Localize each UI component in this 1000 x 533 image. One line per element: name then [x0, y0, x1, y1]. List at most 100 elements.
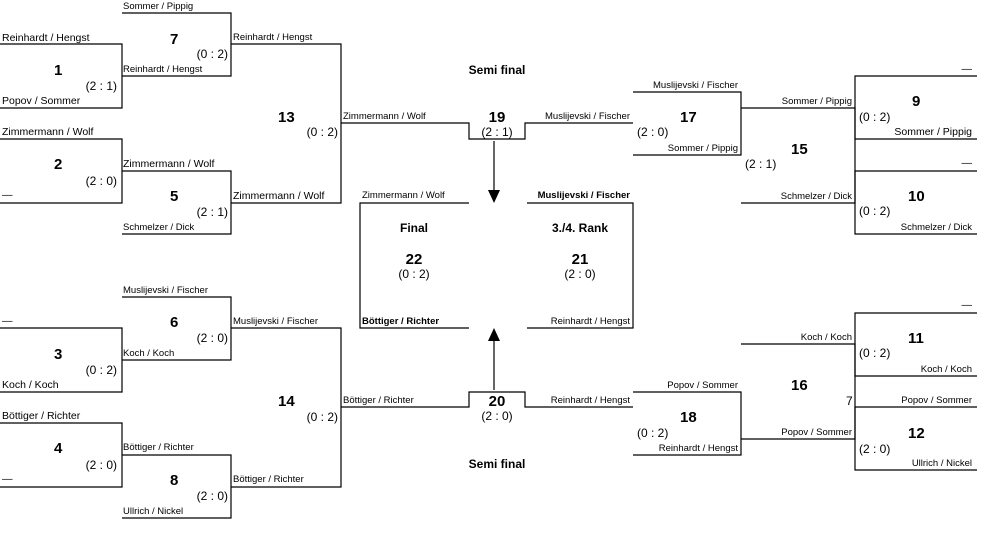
bracket-m18 [633, 391, 742, 456]
m1-team-a: Reinhardt / Hengst [2, 32, 90, 44]
m15-score: (2 : 1) [745, 157, 777, 171]
arrow-up-head [488, 328, 500, 341]
m18-team-b: Reinhardt / Hengst [658, 443, 738, 454]
m18-number: 18 [680, 409, 697, 426]
m3-number: 3 [54, 346, 63, 363]
m8-team-a: Böttiger / Richter [123, 442, 194, 453]
m12-score: (2 : 0) [859, 442, 891, 456]
m6-score: (2 : 0) [196, 331, 228, 345]
bracket-m9 [854, 75, 977, 140]
m20-team-b: Reinhardt / Hengst [550, 395, 630, 406]
m17-team-b: Sommer / Pippig [667, 143, 738, 154]
semi-final-heading-top: Semi final [468, 63, 526, 77]
m3-team-a: — [2, 315, 13, 327]
m9-score: (0 : 2) [859, 110, 891, 124]
m11-number: 11 [908, 330, 924, 347]
m19-score: (2 : 1) [481, 125, 513, 139]
m19-team-b: Muslijevski / Fischer [545, 111, 630, 122]
m4-team-a: Böttiger / Richter [2, 410, 81, 422]
m12-team-b: Ullrich / Nickel [911, 458, 972, 469]
m16-marker: 7 [846, 394, 853, 408]
m2-score: (2 : 0) [85, 174, 117, 188]
m11-team-a: — [961, 299, 973, 311]
m7-team-b: Reinhardt / Hengst [123, 64, 203, 75]
m7-number: 7 [170, 31, 179, 48]
m14-team-b: Böttiger / Richter [233, 474, 304, 485]
m9-number: 9 [912, 93, 921, 110]
m8-team-b: Ullrich / Nickel [123, 506, 184, 517]
m5-team-a: Zimmermann / Wolf [123, 158, 215, 170]
bracket-m19 [341, 122, 633, 140]
m11-team-b: Koch / Koch [920, 364, 972, 375]
m13-number: 13 [278, 109, 295, 126]
m7-team-a: Sommer / Pippig [123, 1, 194, 12]
m22-number: 22 [405, 251, 423, 268]
third-place-heading: 3./4. Rank [551, 221, 609, 235]
m14-score: (0 : 2) [306, 410, 338, 424]
m2-team-b: — [2, 189, 13, 201]
m16-team-a: Koch / Koch [800, 332, 852, 343]
bracket-m22 [359, 202, 469, 329]
m1-team-b: Popov / Sommer [2, 95, 81, 107]
m12-team-a: Popov / Sommer [901, 395, 972, 406]
m21-team-a: Muslijevski / Fischer [537, 190, 630, 201]
m6-number: 6 [170, 314, 179, 331]
bracket-m16 [741, 343, 856, 440]
m2-number: 2 [54, 156, 63, 173]
m16-number: 16 [791, 377, 808, 394]
m10-score: (0 : 2) [859, 204, 891, 218]
m1-score: (2 : 1) [85, 79, 117, 93]
m18-team-a: Popov / Sommer [667, 380, 738, 391]
m2-team-a: Zimmermann / Wolf [2, 126, 94, 138]
m17-score: (2 : 0) [637, 125, 669, 139]
m22-score: (0 : 2) [398, 267, 430, 281]
bracket-m10 [854, 170, 977, 235]
m15-team-a: Sommer / Pippig [781, 96, 852, 107]
m3-team-b: Koch / Koch [2, 379, 59, 391]
m13-score: (0 : 2) [306, 125, 338, 139]
m22-team-a: Zimmermann / Wolf [362, 190, 445, 201]
m10-number: 10 [908, 188, 925, 205]
bracket-m17 [633, 91, 742, 156]
m8-number: 8 [170, 472, 179, 489]
m22-team-b: Böttiger / Richter [362, 316, 440, 327]
m8-score: (2 : 0) [196, 489, 228, 503]
m4-score: (2 : 0) [85, 458, 117, 472]
m15-number: 15 [791, 141, 808, 158]
m5-score: (2 : 1) [196, 205, 228, 219]
arrow-down-head [488, 190, 500, 203]
m21-number: 21 [571, 251, 589, 268]
m4-number: 4 [54, 440, 63, 457]
final-heading: Final [399, 221, 429, 235]
m14-number: 14 [278, 393, 295, 410]
m15-team-b: Schmelzer / Dick [780, 191, 852, 202]
m20-score: (2 : 0) [481, 409, 513, 423]
bracket-m21 [527, 202, 634, 329]
m5-team-b: Schmelzer / Dick [123, 222, 195, 233]
m3-score: (0 : 2) [85, 363, 117, 377]
m5-number: 5 [170, 188, 179, 205]
m12-number: 12 [908, 425, 925, 442]
m19-team-a: Zimmermann / Wolf [343, 111, 426, 122]
m16-team-b: Popov / Sommer [781, 427, 852, 438]
m17-number: 17 [680, 109, 697, 126]
m7-score: (0 : 2) [196, 47, 228, 61]
m10-team-b: Schmelzer / Dick [900, 222, 972, 233]
m20-number: 20 [488, 393, 506, 410]
m1-number: 1 [54, 62, 63, 79]
bracket-m11 [854, 312, 977, 377]
m14-team-a: Muslijevski / Fischer [233, 316, 318, 327]
m9-team-b: Sommer / Pippig [894, 126, 972, 138]
m21-team-b: Reinhardt / Hengst [550, 316, 630, 327]
m17-team-a: Muslijevski / Fischer [653, 80, 738, 91]
m4-team-b: — [2, 473, 13, 485]
bracket-m20 [341, 391, 633, 408]
m11-score: (0 : 2) [859, 346, 891, 360]
m20-team-a: Böttiger / Richter [343, 395, 414, 406]
bracket-m15 [741, 107, 856, 204]
m13-team-a: Reinhardt / Hengst [233, 32, 313, 43]
m9-team-a: — [961, 63, 973, 75]
semi-final-heading-bottom: Semi final [468, 457, 526, 471]
